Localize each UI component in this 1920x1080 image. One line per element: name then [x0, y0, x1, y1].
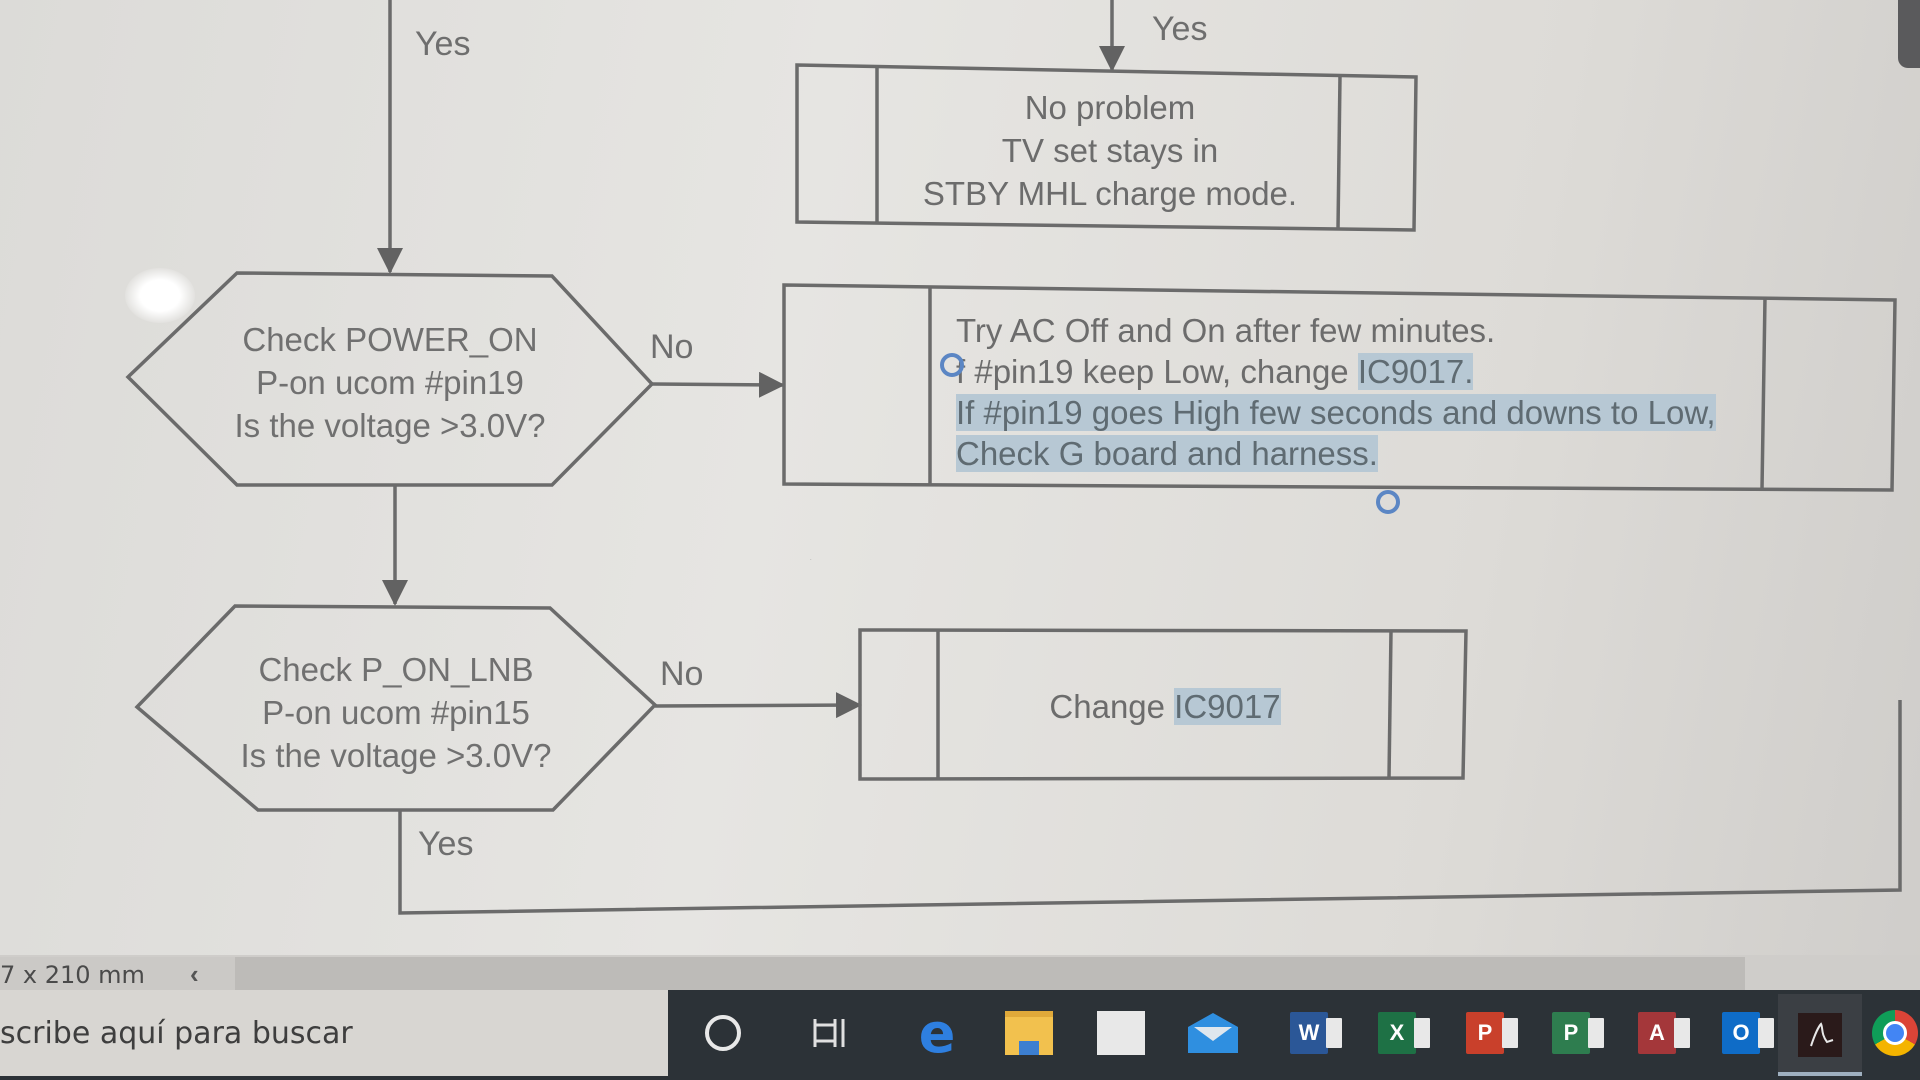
decision-line: Check P_ON_LNB — [258, 651, 534, 688]
decision-p-on-lnb[interactable]: Check P_ON_LNB P-on ucom #pin15 Is the v… — [180, 648, 612, 777]
mail-icon[interactable] — [1184, 1004, 1242, 1062]
selection-start-handle[interactable] — [940, 353, 964, 377]
yes-label-p-on-lnb: Yes — [418, 825, 474, 863]
powerpoint-icon[interactable]: P — [1456, 1004, 1518, 1062]
decision-line: Is the voltage >3.0V? — [240, 737, 552, 774]
box-ac-off-on[interactable]: Try AC Off and On after few minutes. f #… — [956, 310, 1756, 474]
connector-yes-p-on-lnb — [398, 700, 1902, 915]
box-text: Change — [1049, 688, 1175, 725]
taskbar-search-box[interactable]: scribe aquí para buscar — [0, 990, 668, 1076]
box-ac-off-on-outline — [782, 283, 1897, 492]
access-icon[interactable]: A — [1628, 1004, 1690, 1062]
yes-label-top-right: Yes — [1152, 10, 1208, 48]
box-line: Check G board and harness. — [956, 433, 1756, 474]
flowchart-diagram: . — [125, 0, 1902, 915]
box-line: TV set stays in — [1001, 132, 1219, 169]
box-line: STBY MHL charge mode. — [922, 175, 1298, 212]
outlook-icon[interactable]: O — [1712, 1004, 1774, 1062]
decision-line: Check POWER_ON — [242, 321, 538, 358]
horizontal-scrollbar[interactable] — [235, 957, 1745, 991]
scroll-left-icon[interactable]: ‹ — [190, 959, 199, 989]
taskbar: scribe aquí para buscar e W X P P A O — [0, 990, 1920, 1080]
yes-label-top-left: Yes — [415, 25, 471, 63]
selected-text[interactable]: IC9017. — [1357, 353, 1474, 390]
excel-icon[interactable]: X — [1368, 1004, 1430, 1062]
selection-end-handle[interactable] — [1376, 490, 1400, 514]
decision-line: P-on ucom #pin19 — [256, 364, 524, 401]
edge-icon[interactable]: e — [918, 1001, 956, 1065]
box-change-ic[interactable]: Change IC9017 — [940, 685, 1390, 728]
file-explorer-icon[interactable] — [1000, 1004, 1058, 1062]
decision-line: P-on ucom #pin15 — [262, 694, 530, 731]
decision-power-on[interactable]: Check POWER_ON P-on ucom #pin19 Is the v… — [170, 318, 610, 447]
task-view-icon[interactable] — [800, 1004, 858, 1062]
connector-no-power-on — [651, 371, 785, 398]
connector-no-p-on-lnb — [654, 692, 862, 719]
page-size-text: 7 x 210 mm — [0, 961, 145, 989]
box-no-problem[interactable]: No problem TV set stays in STBY MHL char… — [880, 86, 1340, 215]
document-canvas: . Yes Yes No problem TV set stays in STB… — [125, 0, 1920, 915]
decision-line: Is the voltage >3.0V? — [234, 407, 546, 444]
no-label-p-on-lnb: No — [660, 655, 704, 693]
box-line: No problem — [1024, 89, 1196, 126]
search-placeholder: scribe aquí para buscar — [0, 1016, 353, 1051]
selected-text[interactable]: If #pin19 goes High few seconds and down… — [956, 394, 1716, 431]
box-change-ic-outline — [858, 628, 1468, 781]
box-line: If #pin19 goes High few seconds and down… — [956, 392, 1756, 433]
cortana-icon[interactable] — [694, 1004, 752, 1062]
selected-text[interactable]: IC9017 — [1174, 688, 1281, 725]
word-icon[interactable]: W — [1280, 1004, 1342, 1062]
box-line: Try AC Off and On after few minutes. — [956, 312, 1496, 349]
status-bar: 7 x 210 mm ‹ — [0, 955, 1920, 995]
chrome-icon[interactable] — [1870, 1004, 1920, 1062]
acrobat-icon[interactable] — [1778, 994, 1862, 1076]
store-icon[interactable] — [1092, 1004, 1150, 1062]
page-size-area: 7 x 210 mm ‹ — [0, 957, 235, 991]
selected-text[interactable]: Check G board and harness. — [956, 435, 1378, 472]
project-icon[interactable]: P — [1542, 1004, 1604, 1062]
box-no-problem-outline — [795, 63, 1418, 232]
screen-glare — [125, 268, 195, 323]
vertical-scrollbar-thumb[interactable] — [1898, 0, 1920, 68]
active-indicator — [1778, 1072, 1862, 1076]
no-label-power-on: No — [650, 328, 694, 366]
line-text: f #pin19 keep Low, change — [956, 353, 1358, 390]
box-line: f #pin19 keep Low, change IC9017. — [956, 351, 1756, 392]
svg-text:.: . — [810, 556, 812, 562]
